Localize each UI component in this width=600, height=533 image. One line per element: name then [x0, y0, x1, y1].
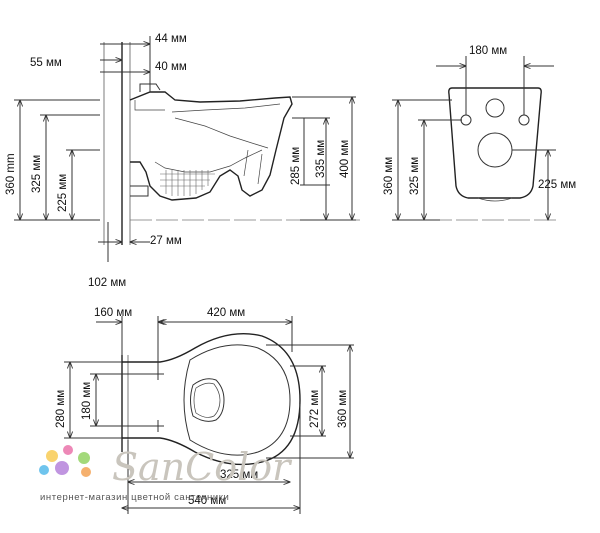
rear-dim-180: 180 мм	[469, 45, 507, 57]
dim-325: 325 мм	[31, 155, 43, 193]
rear-dim-360: 360 мм	[383, 157, 395, 195]
logo-dot	[46, 450, 58, 462]
sancolor-logo: SanColor интернет-магазин цветной сантех…	[39, 445, 293, 503]
top-dim-420: 420 мм	[207, 307, 245, 319]
top-dim-360: 360 мм	[337, 390, 349, 428]
logo-dot	[63, 445, 73, 455]
dim-225: 225 мм	[57, 174, 69, 212]
dim-400: 400 мм	[339, 140, 351, 178]
rear-outline	[448, 87, 542, 199]
logo-dots	[39, 445, 91, 477]
dim-360: 360 mm	[5, 153, 17, 195]
dim-40: 40 мм	[155, 61, 187, 73]
dim-44: 44 мм	[155, 33, 187, 45]
top-dim-180: 180 мм	[81, 382, 93, 420]
top-dim-160: 160 мм	[94, 307, 132, 319]
dim-55: 55 мм	[30, 57, 62, 69]
logo-dot	[78, 452, 90, 464]
top-view: 160 мм 420 мм 280 мм 180 мм 272 мм 360 м…	[55, 307, 354, 514]
bowl-outline	[129, 91, 293, 201]
logo-dot	[39, 465, 49, 475]
top-dim-280: 280 мм	[55, 390, 67, 428]
dim-335: 335 мм	[315, 140, 327, 178]
water-hatch	[160, 170, 215, 196]
logo-tagline: интернет-магазин цветной сантехники	[40, 492, 229, 503]
top-outline	[122, 333, 301, 466]
dim-27: 27 мм	[150, 235, 182, 247]
rear-dim-225: 225 мм	[538, 179, 576, 191]
top-dim-325: 325 мм	[220, 469, 258, 481]
dim-285: 285 мм	[290, 147, 302, 185]
rear-view: 180 мм 360 мм 325 мм 225 мм	[383, 45, 576, 221]
top-dim-540: 540 мм	[188, 495, 226, 507]
side-view: 44 мм 55 мм 40 мм 360 mm 325 мм 225 мм 2…	[5, 33, 360, 289]
dim-102: 102 мм	[88, 277, 126, 289]
top-dim-272: 272 мм	[309, 390, 321, 428]
logo-dot	[55, 461, 69, 475]
logo-dot	[81, 467, 91, 477]
rear-dim-325: 325 мм	[409, 157, 421, 195]
logo-brand: SanColor	[112, 445, 293, 489]
